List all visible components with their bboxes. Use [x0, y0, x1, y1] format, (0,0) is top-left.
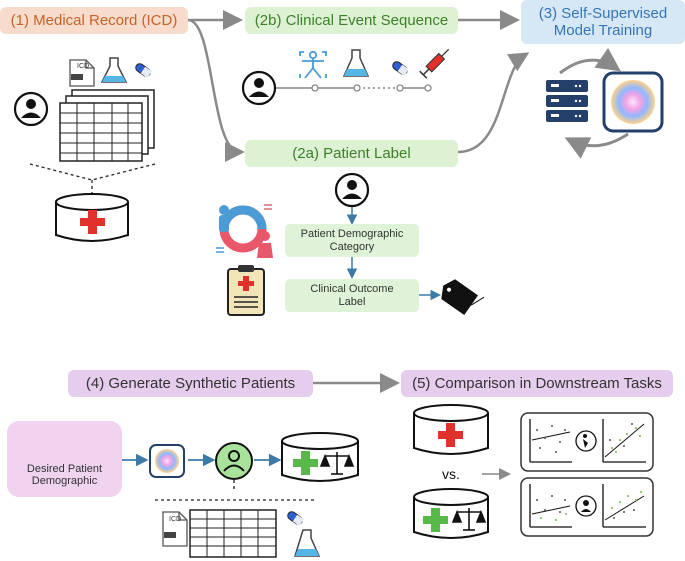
self-supervised-line1: (3) Self-Supervised: [538, 4, 668, 22]
donut-chart-icon: [216, 204, 273, 258]
flask-icon-2: [342, 49, 370, 77]
scatter-plot-icon-4: [602, 484, 646, 528]
comparison-label: (5) Comparison in Downstream Tasks: [412, 374, 662, 392]
pill-icon-2: [392, 61, 409, 76]
elderly-person-icon: [575, 495, 597, 517]
database-icon-2: [281, 432, 359, 482]
pregnant-person-icon: [575, 430, 597, 452]
desired-line1: Desired Patient: [26, 462, 103, 475]
self-supervised-line2: Model Training: [553, 22, 653, 39]
demographic-line2: Category: [329, 240, 375, 253]
server-icon: [546, 80, 588, 122]
document-icon-2: [162, 511, 188, 547]
doctor-icon-1: [13, 91, 49, 127]
medical-record-box: (1) Medical Record (ICD): [0, 7, 188, 34]
balance-scale-icon-1: [319, 452, 355, 475]
tag-icon-1: [441, 279, 485, 316]
syringe-icon: [419, 48, 450, 79]
demographic-line1: Patient Demographic: [300, 227, 404, 240]
medical-record-label: (1) Medical Record (ICD): [10, 11, 178, 29]
scatter-plot-icon-3: [529, 484, 572, 528]
scatter-plot-icon-1: [529, 419, 572, 463]
desired-line2: Demographic: [31, 475, 98, 488]
model-blob-icon-1: [602, 71, 664, 133]
scatter-panel-top: [520, 412, 654, 472]
database-icon-1: [55, 193, 129, 242]
clinical-outcome-box: Clinical Outcome Label: [285, 279, 419, 312]
scatter-plot-icon-2: [602, 419, 646, 463]
arrow-label-to-training: [457, 52, 530, 154]
doctor-icon-3: [334, 172, 370, 208]
comparison-box: (5) Comparison in Downstream Tasks: [401, 370, 673, 397]
pill-icon-1: [135, 63, 152, 78]
xray-icon: [299, 50, 327, 79]
model-blob-icon-2: [149, 444, 185, 478]
event-sequence-label: (2b) Clinical Event Sequence: [254, 11, 449, 29]
patient-label-box: (2a) Patient Label: [245, 140, 458, 167]
clipboard-icon: [227, 265, 265, 316]
pill-icon-3: [287, 511, 304, 526]
flask-icon-3: [293, 529, 321, 557]
database-icon-4: [413, 488, 489, 539]
demographic-category-box: Patient Demographic Category: [285, 224, 419, 257]
generate-label: (4) Generate Synthetic Patients: [85, 374, 296, 392]
vs-label: vs.: [442, 466, 460, 482]
table-icon: [189, 509, 277, 558]
desired-demographic-box: Desired Patient Demographic: [7, 421, 122, 497]
scatter-panel-bottom: [520, 477, 654, 537]
patient-label-text: (2a) Patient Label: [292, 144, 411, 162]
icd-label: ICD: [77, 63, 90, 70]
icd-label-bottom: ICD: [169, 516, 182, 523]
outcome-line2: Label: [338, 295, 366, 308]
table-stack-icon: [59, 89, 155, 162]
doctor-icon-2: [241, 70, 277, 106]
database-icon-3: [413, 404, 489, 455]
synthetic-patient-icon: [215, 442, 253, 480]
generate-box: (4) Generate Synthetic Patients: [68, 370, 313, 397]
event-sequence-box: (2b) Clinical Event Sequence: [245, 7, 458, 34]
outcome-line1: Clinical Outcome: [310, 282, 394, 295]
self-supervised-box: (3) Self-Supervised Model Training: [521, 0, 685, 44]
arrow-record-to-label: [187, 18, 245, 162]
flask-icon-1: [100, 57, 128, 83]
balance-scale-icon-2: [451, 508, 487, 531]
document-icon: [69, 59, 95, 87]
